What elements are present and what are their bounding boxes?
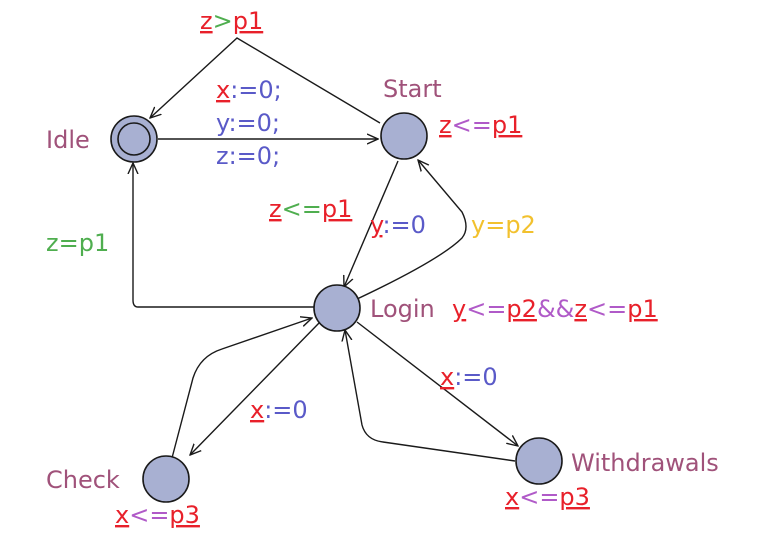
edge-check-to-login[interactable] — [171, 318, 312, 459]
edge-login-check-update: x:=0 — [250, 396, 308, 424]
edge-start-to-idle[interactable] — [150, 37, 381, 124]
login-invariant: y<=p2&&z<=p1 — [452, 295, 658, 323]
edge-login-to-idle[interactable] — [133, 163, 315, 308]
edge-login-start-guard: y=p2 — [471, 211, 536, 239]
location-start[interactable] — [380, 112, 428, 160]
edge-start-idle-guard: z>p1 — [200, 7, 263, 35]
location-login-name: Login — [370, 295, 435, 323]
edge-idle-start-update-2: y:=0; — [216, 109, 280, 137]
edge-login-to-start[interactable] — [354, 160, 467, 301]
edge-withdrawals-to-login[interactable] — [345, 330, 516, 462]
location-start-name: Start — [383, 75, 442, 103]
location-withdrawals-name: Withdrawals — [571, 449, 719, 477]
edge-login-to-check[interactable] — [190, 321, 321, 455]
edge-start-login-guard: z<=p1 — [269, 195, 352, 223]
location-check[interactable] — [142, 455, 190, 503]
edge-start-login-update: y:=0 — [370, 211, 426, 239]
initial-marker-icon — [117, 122, 151, 156]
location-idle[interactable] — [110, 115, 158, 163]
location-check-name: Check — [46, 466, 120, 494]
start-invariant: z<=p1 — [439, 111, 522, 139]
edge-start-to-login[interactable] — [344, 160, 399, 287]
edge-login-to-withdrawals[interactable] — [356, 321, 518, 446]
location-idle-name: Idle — [46, 126, 90, 154]
check-invariant: x<=p3 — [115, 501, 200, 529]
edge-login-idle-guard: z=p1 — [46, 229, 109, 257]
location-withdrawals[interactable] — [515, 437, 563, 485]
location-login[interactable] — [313, 284, 361, 332]
edge-login-withdrawals-update: x:=0 — [440, 363, 498, 391]
withdrawals-invariant: x<=p3 — [505, 483, 590, 511]
edge-idle-start-update-1: x:=0; — [216, 76, 282, 104]
edge-idle-start-update-3: z:=0; — [216, 142, 280, 170]
